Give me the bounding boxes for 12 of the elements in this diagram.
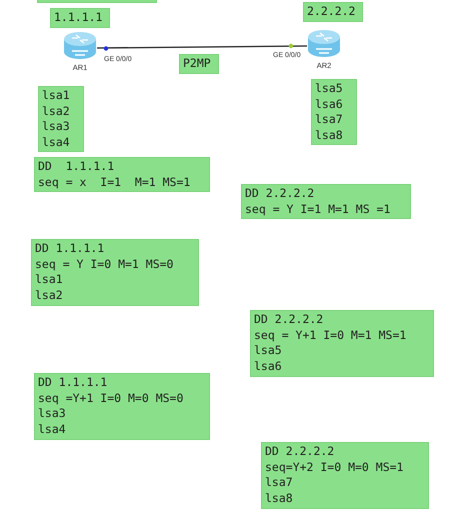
note-box: DD 2.2.2.2 seq=Y+2 I=0 M=0 MS=1 lsa7 lsa8 (261, 442, 429, 509)
note-box: 1.1.1.1 (50, 8, 110, 28)
note-box: lsa1 lsa2 lsa3 lsa4 (38, 86, 84, 152)
note-box: DD 1.1.1.1 seq =Y+1 I=0 M=0 MS=0 lsa3 lsa4 (34, 373, 210, 440)
note-box: DD 2.2.2.2 seq = Y+1 I=0 M=1 MS=1 lsa5 lsa6 (250, 310, 434, 377)
note-box: lsa5 lsa6 lsa7 lsa8 (311, 79, 357, 145)
note-box: DD 2.2.2.2 seq = Y I=1 M=1 MS =1 (241, 184, 411, 219)
note-box: P2MP (179, 54, 219, 74)
note-box: 2.2.2.2 (303, 2, 363, 22)
note-box: DD 1.1.1.1 seq = Y I=0 M=1 MS=0 lsa1 lsa2 (31, 239, 199, 306)
note-box: DD 1.1.1.1 seq = x I=1 M=1 MS=1 (34, 157, 210, 192)
link-line (97, 45, 307, 49)
